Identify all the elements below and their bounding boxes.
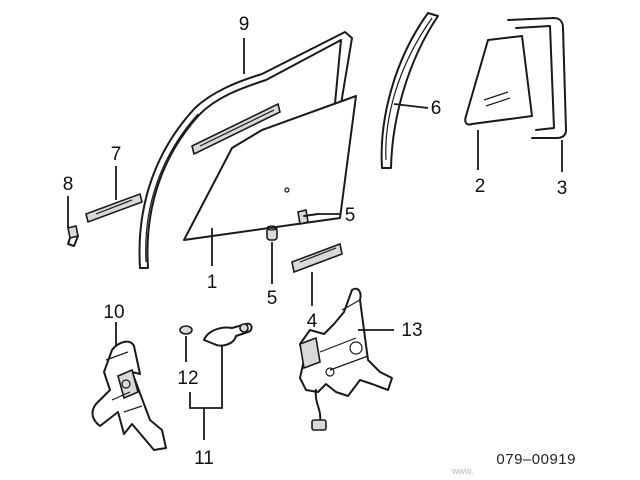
callout-5-upper: 5 (345, 205, 356, 226)
part-8-clip (67, 225, 79, 247)
callout-1: 1 (207, 272, 218, 293)
callout-5-lower: 5 (267, 288, 278, 309)
callout-10: 10 (103, 302, 124, 323)
part-1-door-glass (183, 95, 357, 241)
part-5-fastener-upper (297, 209, 319, 225)
beltline-moulding (191, 102, 281, 156)
callout-7: 7 (111, 144, 122, 165)
part-2-quarter-glass (464, 35, 533, 126)
callout-3: 3 (557, 178, 568, 199)
leader-lines (67, 38, 563, 440)
part-11-window-crank-handle (203, 322, 253, 347)
callout-11: 11 (194, 448, 214, 469)
part-3-quarter-weatherstrip (507, 17, 567, 139)
callout-9: 9 (239, 14, 250, 35)
callout-8: 8 (63, 174, 74, 195)
part-6-rear-run-channel (380, 12, 439, 169)
callout-13: 13 (401, 320, 422, 341)
callout-12: 12 (177, 368, 198, 389)
part-12-knob-cap (179, 325, 193, 335)
part-4-glass-holder-strip (291, 242, 343, 274)
callout-2: 2 (475, 176, 486, 197)
part-10-rear-regulator (91, 340, 167, 451)
part-5-fastener-lower (266, 225, 278, 241)
part-13-window-regulator (299, 287, 393, 431)
part-7-moulding-strip (85, 192, 143, 224)
callout-6: 6 (431, 98, 442, 119)
callout-4: 4 (307, 311, 318, 332)
diagram-code: 079–00919 (496, 451, 576, 468)
watermark: www. (451, 466, 474, 476)
